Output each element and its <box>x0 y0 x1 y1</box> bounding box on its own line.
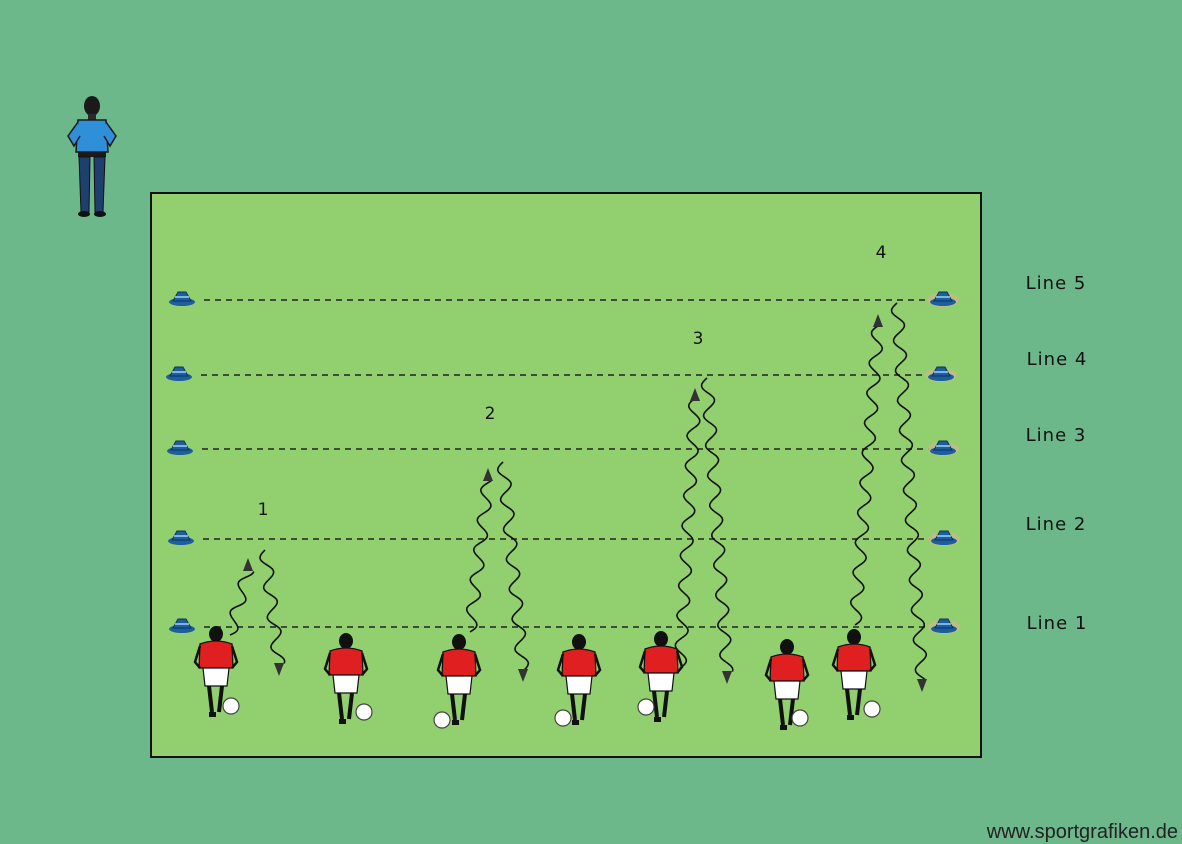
line-label: Line 2 <box>1026 514 1087 535</box>
ball-icon <box>223 698 239 714</box>
run-number: 3 <box>693 329 704 349</box>
ball-icon <box>864 701 880 717</box>
line-label: Line 1 <box>1027 613 1088 634</box>
run-number: 4 <box>876 243 887 263</box>
ball-icon <box>792 710 808 726</box>
ball-icon <box>638 699 654 715</box>
line-label: Line 3 <box>1026 425 1087 446</box>
line-label: Line 5 <box>1026 273 1087 294</box>
line-label: Line 4 <box>1027 349 1088 370</box>
ball-icon <box>434 712 450 728</box>
run-number: 2 <box>485 404 496 424</box>
ball-icon <box>356 704 372 720</box>
website-credit: www.sportgrafiken.de <box>986 821 1178 843</box>
ball-icon <box>555 710 571 726</box>
run-number: 1 <box>258 500 269 520</box>
